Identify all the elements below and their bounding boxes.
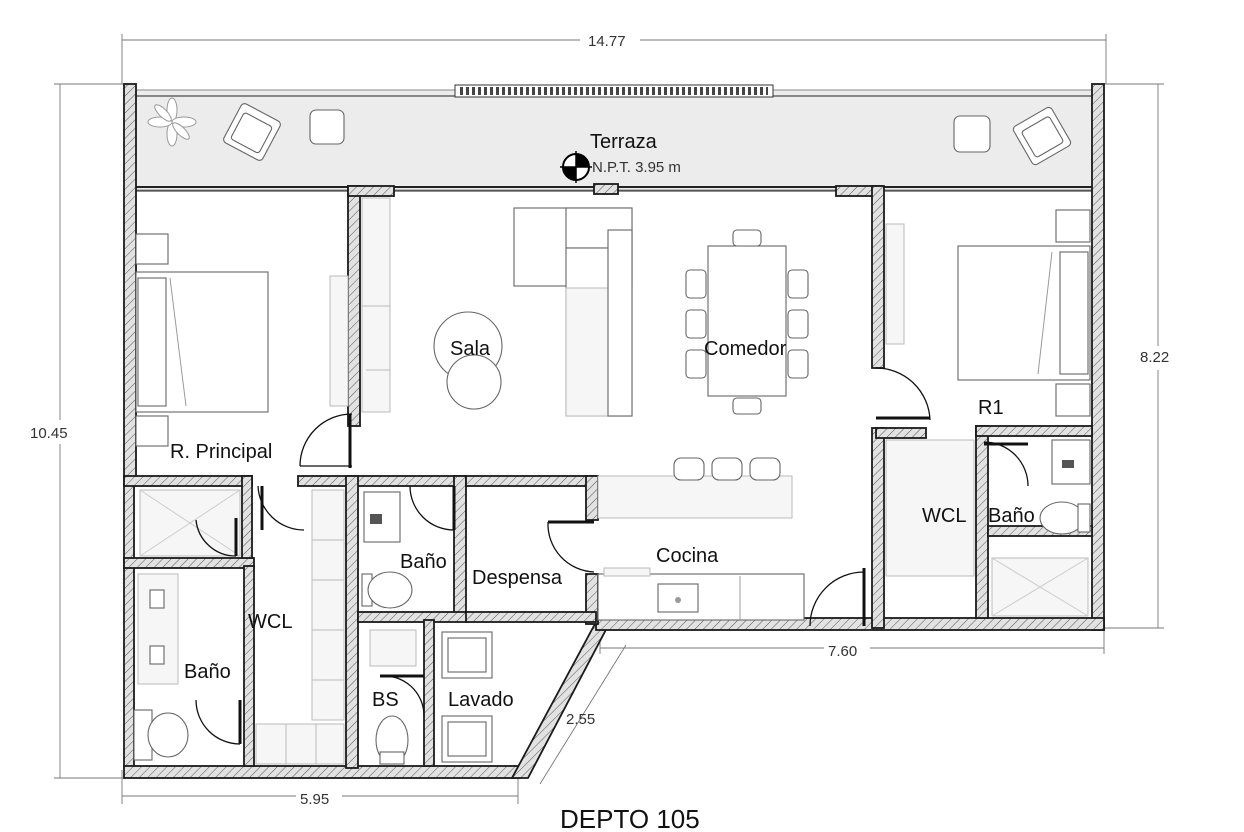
sofa: [513, 207, 633, 417]
laundry-fixtures: [369, 629, 493, 765]
level-marker-icon: [560, 151, 592, 183]
room-label-cocina: Cocina: [656, 545, 719, 567]
room-label-bano-right: Baño: [988, 505, 1035, 527]
terrace-table-right: [953, 115, 991, 153]
dim-bottom-left: 5.95: [300, 791, 329, 808]
bedroom-r1-furniture: [885, 209, 1091, 417]
room-label-bano-left: Baño: [184, 661, 231, 683]
room-label-terraza: Terraza: [590, 131, 658, 153]
dim-diagonal: 2.55: [566, 711, 595, 728]
living-furniture: [361, 197, 809, 621]
plan-title: DEPTO 105: [560, 804, 700, 832]
room-label-bano-center: Baño: [400, 551, 447, 573]
dim-bottom-right: 7.60: [828, 643, 857, 660]
dim-left: 10.45: [30, 425, 68, 442]
room-label-wcl-right: WCL: [922, 505, 966, 527]
level-label: N.P.T. 3.95 m: [592, 159, 681, 176]
room-label-bs: BS: [372, 689, 399, 711]
room-label-lavado: Lavado: [448, 689, 514, 711]
dining-table: [685, 229, 809, 415]
dim-top: 14.77: [588, 33, 626, 50]
room-label-r1: R1: [978, 397, 1004, 419]
terrace-chair-right: [1012, 106, 1072, 166]
room-label-despensa: Despensa: [472, 567, 563, 589]
side-table-round: [446, 354, 502, 410]
dim-right: 8.22: [1140, 349, 1169, 366]
room-label-comedor: Comedor: [704, 338, 787, 360]
master-bedroom-furniture: [135, 233, 349, 447]
room-label-wcl-left: WCL: [248, 611, 292, 633]
walls: [123, 83, 1105, 779]
right-bath-fixtures: [885, 439, 1091, 617]
left-bath-fixtures: [133, 489, 345, 765]
room-label-r-principal: R. Principal: [170, 441, 272, 463]
terrace-chair-left: [223, 103, 281, 161]
terrace: [135, 84, 1093, 192]
room-label-sala: Sala: [450, 338, 491, 360]
center-bath-fixtures: [361, 491, 413, 609]
doors: [195, 367, 1029, 745]
plant-icon: [147, 97, 197, 147]
terrace-table-left: [309, 109, 345, 145]
